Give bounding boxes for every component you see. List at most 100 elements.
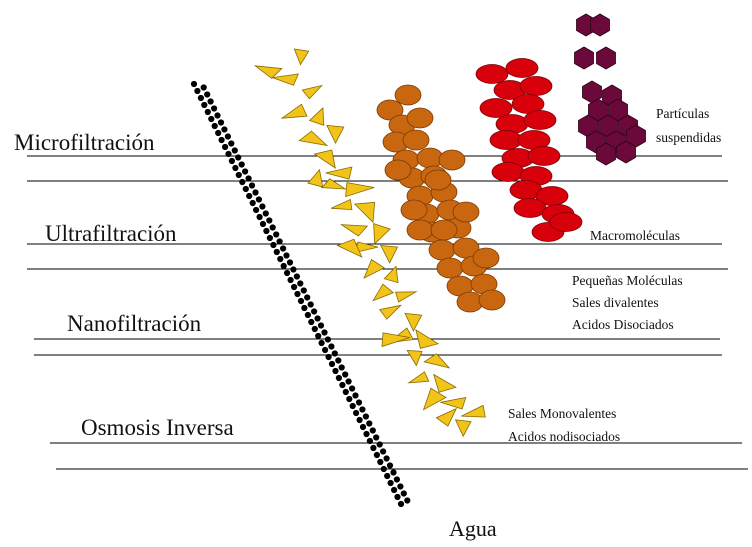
water-molecule-dot xyxy=(339,364,345,370)
macromolecule-particle xyxy=(528,147,560,166)
water-molecule-dot xyxy=(335,357,341,363)
water-molecule-dot xyxy=(346,396,352,402)
water-molecule-dot xyxy=(201,84,207,90)
water-molecule-dot xyxy=(342,371,348,377)
water-molecule-dot xyxy=(357,417,363,423)
macromolecule-particle xyxy=(550,213,582,232)
water-molecule-dot xyxy=(232,165,238,171)
water-molecule-dot xyxy=(394,494,400,500)
triangle-particle xyxy=(299,131,327,145)
water-molecule-dot xyxy=(204,91,210,97)
water-molecule-dot xyxy=(394,476,400,482)
water-molecule-dot xyxy=(304,294,310,300)
water-molecule-dot xyxy=(219,137,225,143)
water-molecule-dot xyxy=(301,305,307,311)
water-molecule-dot xyxy=(329,361,335,367)
macromolecule-particle xyxy=(524,111,556,130)
small-molecule-particle xyxy=(439,150,465,170)
water-molecule-dot xyxy=(239,179,245,185)
water-molecule-dot xyxy=(312,326,318,332)
triangle-particle xyxy=(440,398,465,410)
water-molecule-dot xyxy=(398,501,404,507)
water-molecule-dot xyxy=(246,193,252,199)
water-molecule-dot xyxy=(353,410,359,416)
nanofiltration-label: Nanofiltración xyxy=(67,311,202,336)
water-molecule-dot xyxy=(384,455,390,461)
water-molecule-dot xyxy=(349,385,355,391)
water-molecule-dot xyxy=(281,263,287,269)
water-molecule-dot xyxy=(260,221,266,227)
water-molecule-dot xyxy=(235,154,241,160)
reverse-osmosis-label: Osmosis Inversa xyxy=(81,415,234,440)
water-molecule-dot xyxy=(294,291,300,297)
water-molecule-dot xyxy=(232,147,238,153)
water-molecule-dot xyxy=(215,130,221,136)
macromolecule-particle xyxy=(476,65,508,84)
water-molecule-dot xyxy=(280,245,286,251)
water-molecule-dot xyxy=(243,186,249,192)
triangle-particle xyxy=(294,49,308,65)
water-molecule-dot xyxy=(377,459,383,465)
water-molecule-dot xyxy=(287,259,293,265)
water-molecule-dot xyxy=(191,81,197,87)
small-molecules-label-line3: Acidos Disociados xyxy=(572,317,674,332)
water-molecule-dot xyxy=(263,210,269,216)
small-molecule-particle xyxy=(429,240,455,260)
triangle-particle xyxy=(374,224,391,244)
triangle-particle xyxy=(396,292,417,302)
triangle-particle xyxy=(315,150,336,168)
water-molecule-dot xyxy=(294,273,300,279)
triangle-particle xyxy=(424,354,449,368)
triangle-particle xyxy=(322,179,346,189)
water-molecule-dot xyxy=(404,497,410,503)
triangle-particle xyxy=(373,284,393,301)
water-molecule-dot xyxy=(221,126,227,132)
water-molecule-dot xyxy=(252,189,258,195)
water-molecule-dot xyxy=(401,490,407,496)
small-molecule-particle xyxy=(425,170,451,190)
small-molecule-particle xyxy=(453,202,479,222)
small-molecule-particle xyxy=(479,290,505,310)
small-molecule-particle xyxy=(403,130,429,150)
water-molecule-dot xyxy=(194,88,200,94)
ultrafiltration-label: Ultrafiltración xyxy=(45,221,177,246)
water-molecule-dot xyxy=(208,116,214,122)
water-molecule-dot xyxy=(363,431,369,437)
monovalent-salts-label-line2: Acidos nodisociados xyxy=(508,429,620,444)
small-molecule-particle xyxy=(401,200,427,220)
water-molecule-dot xyxy=(273,231,279,237)
water-molecule-dot xyxy=(297,280,303,286)
small-molecule-particle xyxy=(437,258,463,278)
triangle-particle xyxy=(255,66,282,79)
water-molecule-dot xyxy=(253,207,259,213)
water-molecule-dot xyxy=(270,224,276,230)
triangle-particle xyxy=(456,420,472,436)
water-molecule-dot xyxy=(239,161,245,167)
water-molecule-dot xyxy=(249,182,255,188)
water-molecule-dot xyxy=(222,144,228,150)
water-molecule-dot xyxy=(391,487,397,493)
water-molecule-dot xyxy=(352,392,358,398)
water-molecule-dot xyxy=(225,151,231,157)
suspended-particles-label-line2: suspendidas xyxy=(656,130,721,145)
water-molecule-dot xyxy=(208,98,214,104)
small-molecule-particle xyxy=(407,220,433,240)
water-molecule-dot xyxy=(270,242,276,248)
macromolecule-particle xyxy=(506,59,538,78)
suspended-particles-label-line1: Partículas xyxy=(656,106,709,121)
triangle-particle xyxy=(282,104,307,118)
water-molecule-dot xyxy=(332,368,338,374)
water-molecule-dot xyxy=(301,287,307,293)
water-molecule-dot xyxy=(290,266,296,272)
water-molecule-dot xyxy=(332,350,338,356)
water-molecule-dot xyxy=(211,105,217,111)
water-molecule-dot xyxy=(381,466,387,472)
water-molecule-dot xyxy=(198,95,204,101)
macromolecule-particle xyxy=(490,131,522,150)
small-molecules-label-line1: Pequeñas Moléculas xyxy=(572,273,683,288)
water-molecule-dot xyxy=(370,427,376,433)
triangle-particle xyxy=(380,305,401,319)
macromolecules-label: Macromoléculas xyxy=(590,228,680,243)
water-molecule-dot xyxy=(274,249,280,255)
